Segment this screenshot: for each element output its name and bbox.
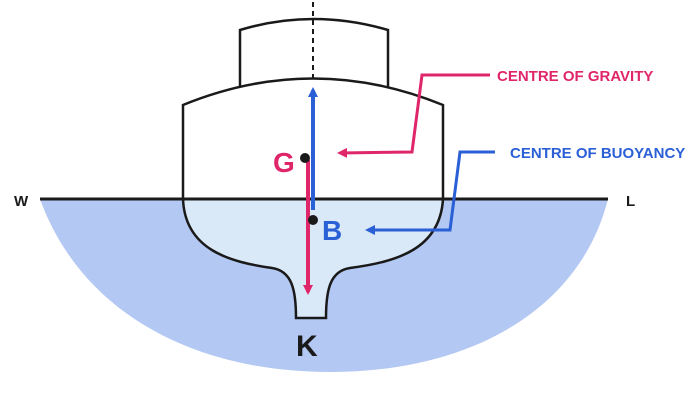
point-b-label: B [322, 215, 342, 246]
gravity-leader-line [337, 73, 490, 158]
gravity-callout-label: CENTRE OF GRAVITY [497, 68, 653, 85]
point-g-label: G [273, 147, 295, 178]
point-b-marker [308, 215, 318, 225]
buoyancy-leader-line [365, 150, 495, 235]
ship-superstructure [238, 17, 390, 88]
buoyancy-callout-label: CENTRE OF BUOYANCY [510, 145, 685, 162]
point-g-marker [300, 153, 310, 163]
point-k-label: K [296, 330, 318, 363]
water-left-label: W [14, 193, 29, 210]
water-right-label: L [626, 193, 635, 210]
